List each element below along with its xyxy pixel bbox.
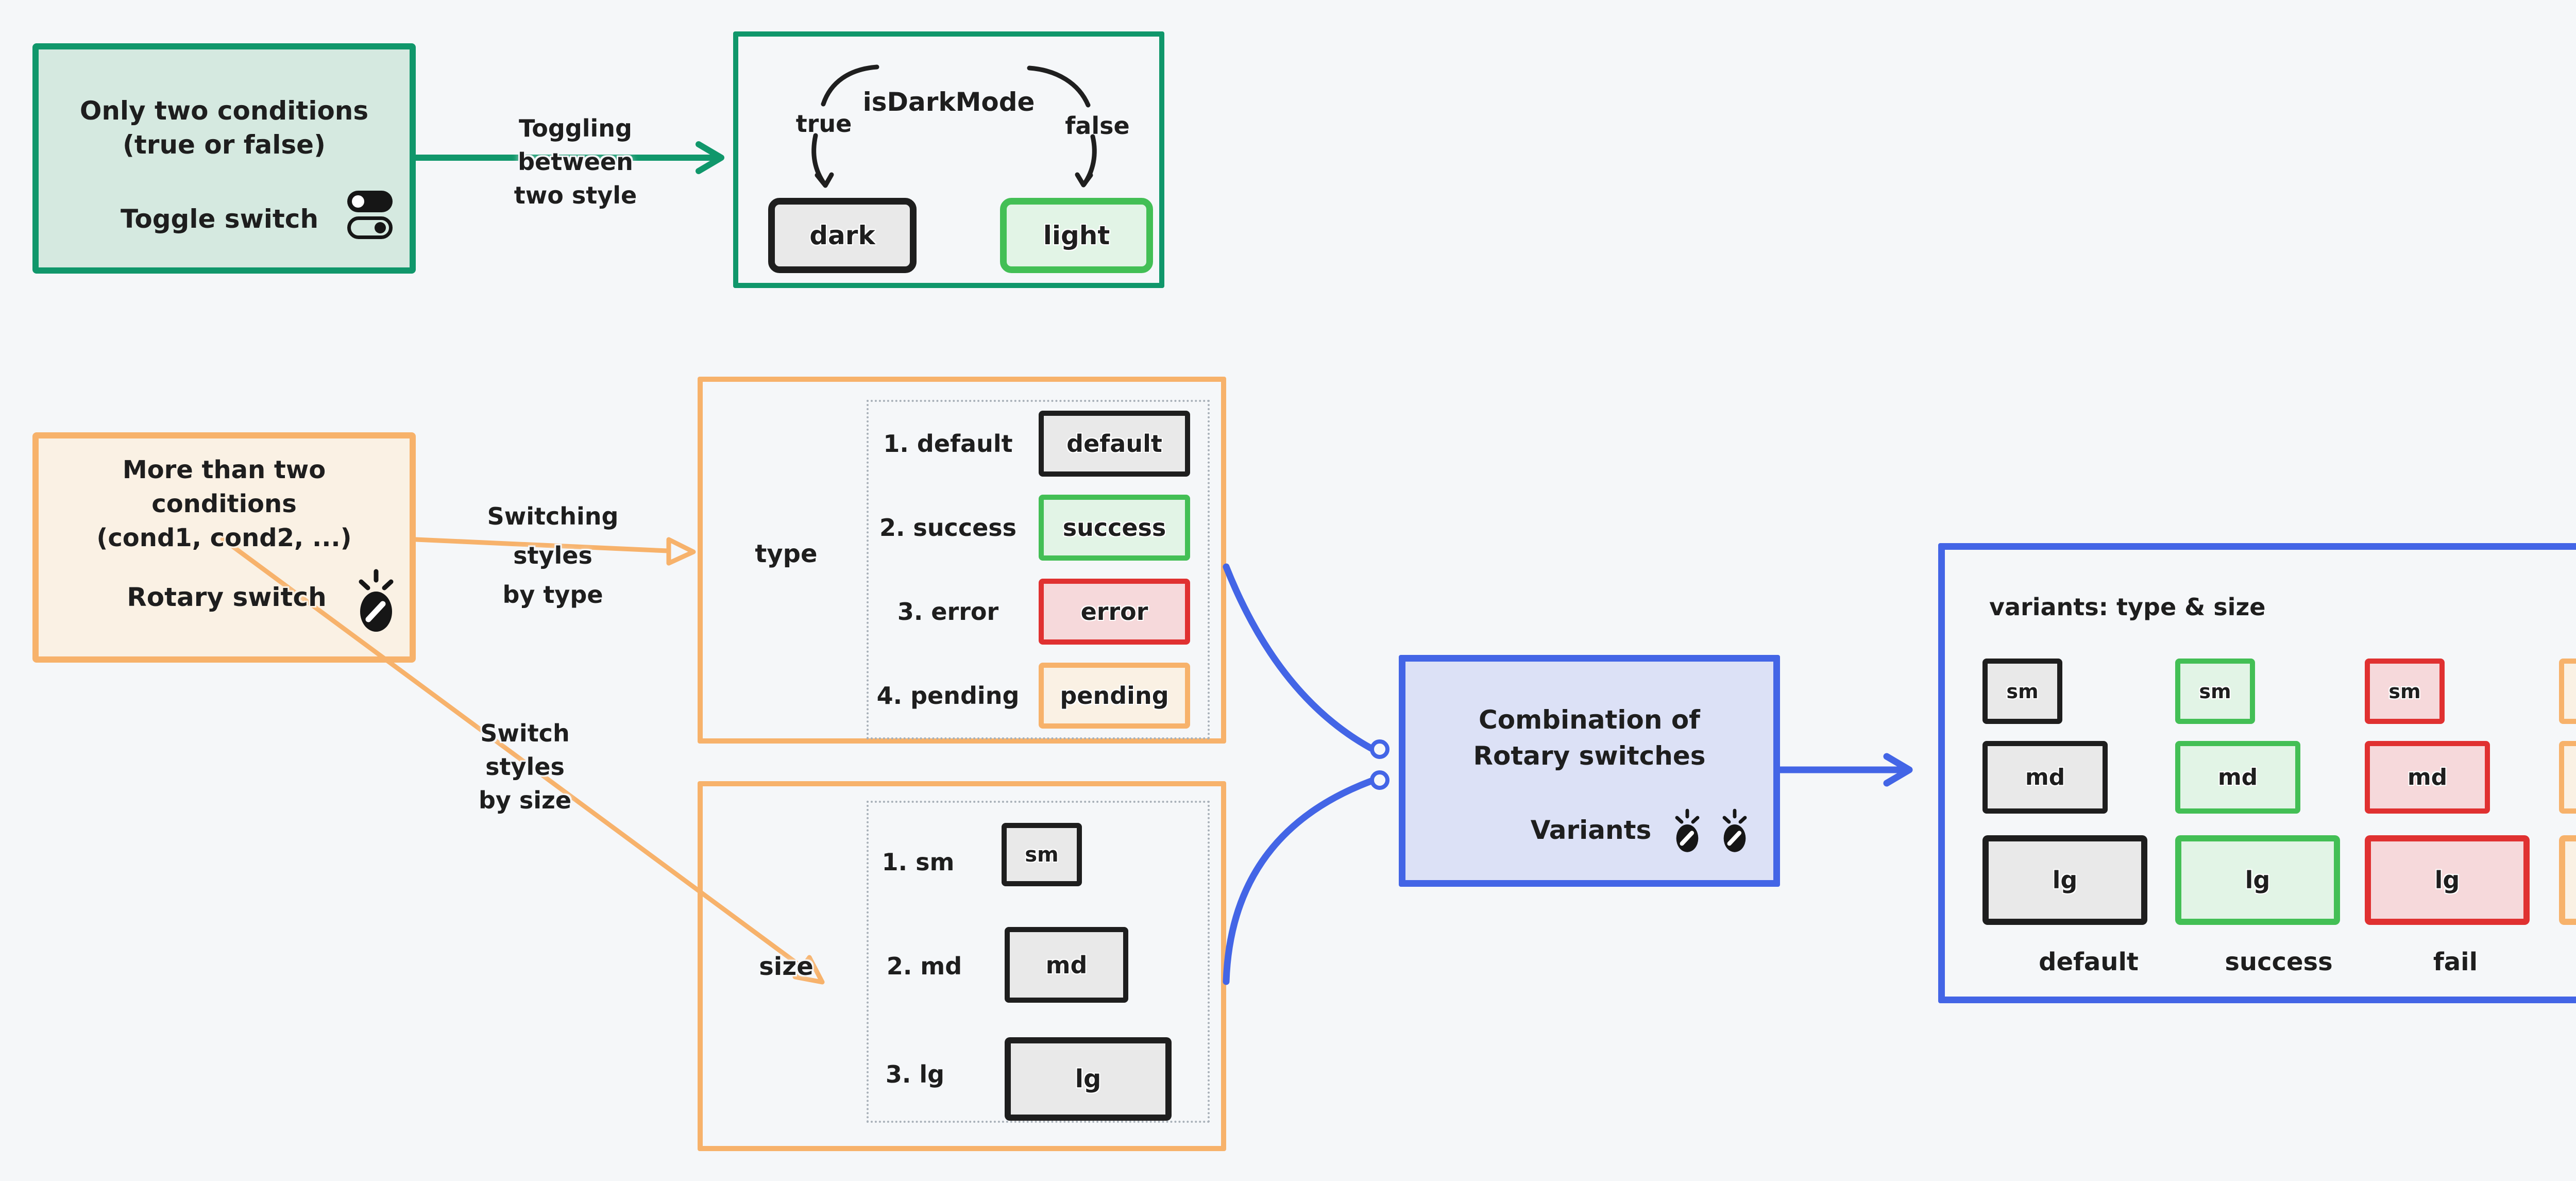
variant-chip-success-sm: sm [2175,659,2255,724]
toggling-label-line3: two style [514,181,637,209]
variant-chip-default-sm: sm [1982,659,2062,724]
combination-input-curves [1223,563,1375,985]
type-chip-error: error [1039,578,1190,645]
type-item-label: 2. success [879,514,1017,542]
variant-chip-success-md: md [2175,741,2300,814]
toggle-condition-line1: Only two conditions [79,96,369,126]
type-chip-pending: pending [1039,662,1190,729]
variant-chip-label: sm [2388,680,2421,703]
variant-chip-label: md [2025,764,2065,790]
variant-column-label-success: success [2225,948,2333,976]
type-item-label: 1. default [883,430,1013,458]
type-list-panel: 1. default default 2. success success 3.… [867,400,1210,739]
rotary-condition-box: More than two conditions (cond1, cond2, … [32,432,416,663]
rotary-condition-line2: conditions [151,490,297,518]
variant-column-label-fail: fail [2433,948,2478,976]
rotary-knob-icon [1722,808,1747,852]
variant-chip-label: lg [2052,866,2078,894]
type-chip-label: default [1066,430,1162,458]
type-item-label: 3. error [897,597,999,626]
darkmode-variable-label: isDarkMode [862,87,1035,117]
type-chip-success: success [1039,495,1190,561]
toggle-switch-label: Toggle switch [120,204,319,234]
variants-arrow [1777,753,1913,787]
toggle-condition-box: Only two conditions (true or false) Togg… [32,43,416,274]
size-chip-label: sm [1025,842,1059,867]
variant-chip-label: lg [2245,866,2270,894]
size-chip-lg: lg [1005,1037,1172,1121]
variant-column-label-default: default [2039,948,2139,976]
type-chip-label: success [1062,514,1166,542]
variants-box: variants: type & size sm sm sm sm md md … [1938,543,2576,1003]
switch-size-label-line1: Switch [480,719,570,747]
size-box-title: size [759,952,814,981]
variants-box-title: variants: type & size [1989,593,2266,621]
variant-chip-pending-sm: sm [2559,659,2576,724]
size-item-label: 2. md [886,952,962,980]
combination-variants-label: Variants [1530,815,1652,845]
variant-chip-label: md [2217,764,2258,790]
variant-chip-fail-sm: sm [2365,659,2445,724]
type-row-error: 3. error error [869,570,1208,654]
variant-chip-default-lg: lg [1982,835,2147,925]
size-chip-sm: sm [1002,823,1082,886]
rotary-knob-icon [1675,808,1700,852]
variant-chip-label: sm [2006,680,2039,703]
toggling-label-line1: Toggling [519,114,632,142]
darkmode-state-box: isDarkMode true false dark light [733,31,1164,288]
toggle-switch-icon [347,191,393,239]
rotary-condition-line1: More than two [122,455,326,484]
variant-chip-pending-md: md [2559,741,2576,814]
dark-chip-label: dark [809,221,875,250]
switching-type-label-line2: styles [513,542,592,569]
type-item-label: 4. pending [876,681,1020,710]
false-branch-label: false [1065,112,1130,140]
variant-chip-fail-md: md [2365,741,2490,814]
type-row-default: 1. default default [869,402,1208,486]
type-chip-default: default [1039,411,1190,477]
type-chip-label: pending [1060,681,1169,710]
size-box: size 1. sm sm 2. md md 3. lg lg [698,781,1226,1151]
light-style-chip: light [1000,198,1153,273]
size-list-panel: 1. sm sm 2. md md 3. lg lg [867,801,1210,1123]
light-chip-label: light [1043,221,1110,250]
size-chip-label: md [1045,951,1088,979]
connection-dot [1370,739,1389,759]
variant-chip-fail-lg: lg [2365,835,2530,925]
size-chip-label: lg [1075,1065,1101,1093]
rotary-condition-line3: (cond1, cond2, ...) [96,524,352,552]
variant-chip-pending-lg: lg [2559,835,2576,925]
size-item-label: 1. sm [882,848,955,876]
connection-dot [1370,770,1389,790]
variant-chip-default-md: md [1982,741,2108,814]
size-chip-md: md [1005,927,1128,1003]
type-row-success: 2. success success [869,486,1208,570]
switch-size-label-line2: styles [485,753,565,781]
dark-style-chip: dark [768,198,917,273]
switching-type-label-line3: by type [502,581,603,609]
variant-chip-success-lg: lg [2175,835,2340,925]
type-box: type 1. default default 2. success succe… [698,377,1226,744]
variant-chip-label: sm [2199,680,2231,703]
combination-line2: Rotary switches [1473,741,1706,771]
type-box-title: type [755,539,818,568]
type-chip-label: error [1080,597,1148,626]
variant-chip-label: md [2407,764,2448,790]
toggle-condition-line2: (true or false) [123,130,326,160]
combination-box: Combination of Rotary switches Variants [1399,655,1780,887]
rotary-switch-label: Rotary switch [127,582,327,612]
type-row-pending: 4. pending pending [869,653,1208,737]
switch-size-label-line3: by size [478,786,572,814]
variant-chip-label: lg [2434,866,2460,894]
true-branch-label: true [795,110,852,138]
toggling-label-line2: between [518,148,633,176]
switching-type-label-line1: Switching [487,502,619,530]
combination-line1: Combination of [1479,705,1700,735]
size-item-label: 3. lg [885,1060,945,1088]
